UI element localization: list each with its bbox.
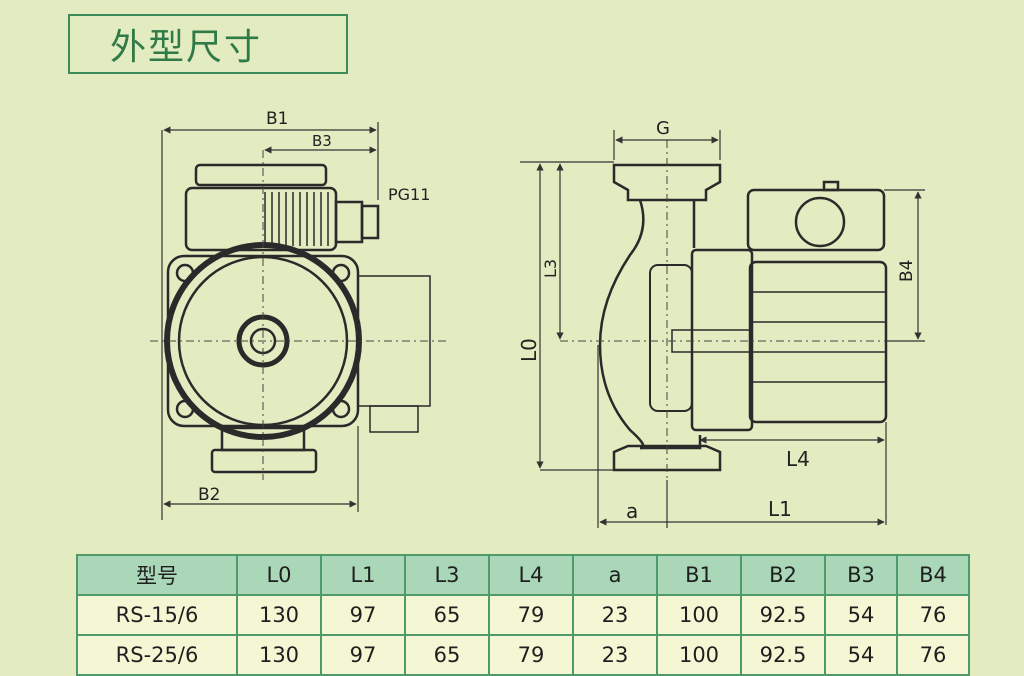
table-cell: 76 xyxy=(896,634,970,676)
table-cell: 100 xyxy=(656,594,742,636)
table-cell: RS-25/6 xyxy=(76,634,238,676)
table-cell: 92.5 xyxy=(740,594,826,636)
dim-g xyxy=(613,130,721,160)
table-cell: 130 xyxy=(236,634,322,676)
dimension-drawing: B1 B3 PG11 B2 xyxy=(150,109,925,528)
front-centerlines xyxy=(150,150,450,480)
table-cell: 65 xyxy=(404,634,490,676)
label-b3: B3 xyxy=(312,132,332,150)
side-centerlines xyxy=(560,140,920,480)
spec-table: 型号 L0 L1 L3 L4 a B1 B2 B3 B4 RS-15/6 130… xyxy=(76,554,970,676)
table-cell: 54 xyxy=(824,594,898,636)
label-b4: B4 xyxy=(897,260,917,282)
front-view xyxy=(164,163,431,474)
dim-b2 xyxy=(163,426,359,512)
table-cell: 76 xyxy=(896,594,970,636)
dim-l4 xyxy=(699,422,887,525)
label-l0: L0 xyxy=(517,338,541,362)
label-a: a xyxy=(626,499,638,523)
table-cell: 79 xyxy=(488,634,574,676)
table-cell: 65 xyxy=(404,594,490,636)
table-cell: 92.5 xyxy=(740,634,826,676)
table-cell: 97 xyxy=(320,634,406,676)
table-cell: 79 xyxy=(488,594,574,636)
section-title: 外型尺寸 xyxy=(68,14,348,74)
label-pg11: PG11 xyxy=(388,185,430,204)
label-l4: L4 xyxy=(786,447,810,471)
label-b1: B1 xyxy=(266,109,288,129)
table-row: RS-25/6 130 97 65 79 23 100 92.5 54 76 xyxy=(76,634,970,676)
label-g: G xyxy=(656,118,670,139)
table-header-row: 型号 L0 L1 L3 L4 a B1 B2 B3 B4 xyxy=(76,554,970,596)
label-l3: L3 xyxy=(541,259,560,278)
header-cell: L0 xyxy=(236,554,322,596)
table-cell: RS-15/6 xyxy=(76,594,238,636)
table-row: RS-15/6 130 97 65 79 23 100 92.5 54 76 xyxy=(76,594,970,636)
header-cell: B1 xyxy=(656,554,742,596)
header-cell: L4 xyxy=(488,554,574,596)
label-l1: L1 xyxy=(768,497,792,521)
dim-l1 xyxy=(597,345,885,528)
header-cell: a xyxy=(572,554,658,596)
dim-b4 xyxy=(884,189,925,342)
dim-l3-l0 xyxy=(520,161,614,471)
table-cell: 100 xyxy=(656,634,742,676)
dim-b1 xyxy=(161,122,379,520)
side-view xyxy=(598,163,888,472)
table-cell: 54 xyxy=(824,634,898,676)
label-b2: B2 xyxy=(198,485,220,505)
header-cell: B4 xyxy=(896,554,970,596)
header-cell: B3 xyxy=(824,554,898,596)
header-cell: L1 xyxy=(320,554,406,596)
table-cell: 23 xyxy=(572,594,658,636)
table-cell: 97 xyxy=(320,594,406,636)
table-cell: 23 xyxy=(572,634,658,676)
header-cell: B2 xyxy=(740,554,826,596)
header-cell: 型号 xyxy=(76,554,238,596)
section-title-text: 外型尺寸 xyxy=(110,27,263,68)
header-cell: L3 xyxy=(404,554,490,596)
table-cell: 130 xyxy=(236,594,322,636)
